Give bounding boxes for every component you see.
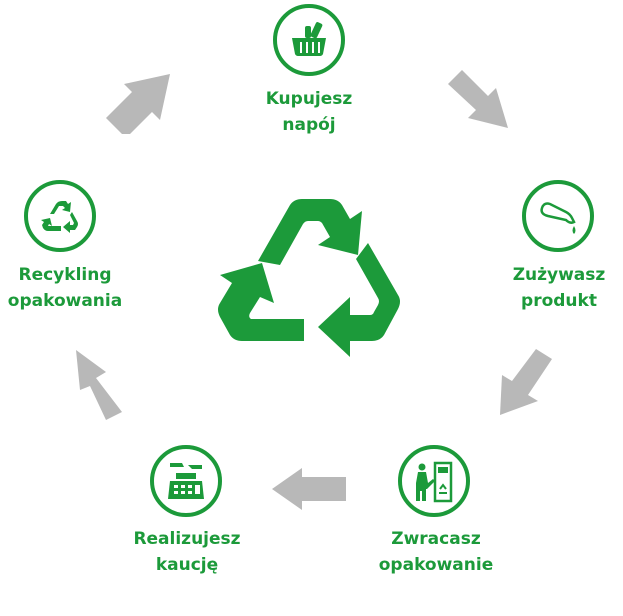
return-machine-icon <box>416 461 453 503</box>
step-deposit-circle <box>150 445 222 517</box>
cash-register-icon <box>168 463 204 499</box>
step-recycle-circle <box>24 180 96 252</box>
arrow-deposit-to-recycle <box>76 350 122 420</box>
recycle-icon <box>41 201 78 233</box>
arrow-buy-to-use <box>448 70 508 128</box>
step-return-circle <box>398 445 470 517</box>
bottle-pour-icon <box>540 202 576 234</box>
shopping-basket-icon <box>292 22 326 56</box>
step-buy-circle <box>273 4 345 76</box>
step-use-circle <box>522 180 594 252</box>
arrow-return-to-deposit <box>272 468 346 510</box>
recycle-icon <box>218 199 400 357</box>
arrow-use-to-return <box>500 349 552 415</box>
arrow-recycle-to-buy <box>106 74 170 134</box>
